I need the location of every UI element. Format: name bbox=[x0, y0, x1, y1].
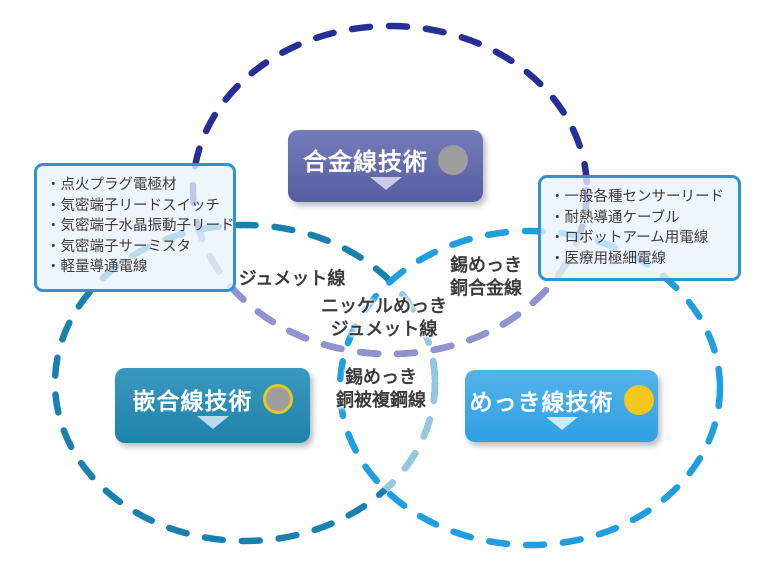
list-item: ・耐熱導通ケーブル bbox=[550, 209, 680, 226]
gray-circle-icon bbox=[438, 144, 468, 175]
fitting-button-label: 嵌合線技術 bbox=[132, 388, 253, 414]
overlap-label-line: ジュメット線 bbox=[238, 268, 346, 289]
fitting-wire-technology-button[interactable]: 嵌合線技術 bbox=[115, 368, 310, 443]
plating-wire-technology-button[interactable]: めっき線技術 bbox=[465, 370, 658, 442]
overlap-label-alloy-plating: 錫めっき 銅合金線 bbox=[450, 254, 522, 300]
chevron-down-icon bbox=[369, 177, 402, 190]
list-item: ・軽量導通電線 bbox=[46, 259, 148, 275]
alloy-wire-technology-button[interactable]: 合金線技術 bbox=[288, 130, 483, 202]
overlap-label-fitting-plating: 錫めっき 銅被複鋼線 bbox=[336, 366, 426, 412]
chevron-down-icon bbox=[196, 416, 229, 429]
fitting-circle-overlap-tint bbox=[340, 231, 439, 545]
overlap-label-line: 銅合金線 bbox=[450, 278, 522, 298]
chevron-down-icon bbox=[545, 416, 578, 430]
list-item: ・点火プラグ電極材 bbox=[46, 177, 177, 193]
list-item: ・気密端子リードスイッチ bbox=[46, 197, 220, 214]
overlap-label-triple-center: ニッケルめっき ジュメット線 bbox=[321, 295, 447, 341]
list-item: ・ロボットアーム用電線 bbox=[550, 230, 709, 246]
gray-circle-yellow-ring-icon bbox=[262, 384, 293, 414]
overlap-label-line: 錫めっき bbox=[345, 367, 417, 387]
list-item: ・気密端子サーミスタ bbox=[46, 238, 191, 255]
list-item: ・医療用極細電線 bbox=[550, 250, 666, 267]
yellow-circle-icon bbox=[623, 384, 654, 415]
overlap-label-alloy-fitting: ジュメット線 bbox=[239, 268, 346, 291]
overlap-label-line: ニッケルめっき bbox=[321, 296, 447, 316]
list-item: ・気密端子水晶振動子リード bbox=[46, 218, 235, 234]
alloy-applications-left-box: ・点火プラグ電極材 ・気密端子リードスイッチ ・気密端子水晶振動子リード ・気密… bbox=[34, 163, 236, 292]
plating-circle bbox=[336, 227, 724, 549]
alloy-button-label: 合金線技術 bbox=[303, 149, 428, 176]
overlap-label-line: 錫めっき bbox=[450, 255, 522, 275]
list-item: ・一般各種センサーリード bbox=[550, 189, 724, 205]
overlap-label-line: 銅被複鋼線 bbox=[336, 390, 426, 410]
overlap-label-line: ジュメット線 bbox=[330, 319, 438, 339]
plating-button-label: めっき線技術 bbox=[469, 388, 614, 415]
alloy-applications-right-box: ・一般各種センサーリード ・耐熱導通ケーブル ・ロボットアーム用電線 ・医療用極… bbox=[538, 175, 741, 281]
